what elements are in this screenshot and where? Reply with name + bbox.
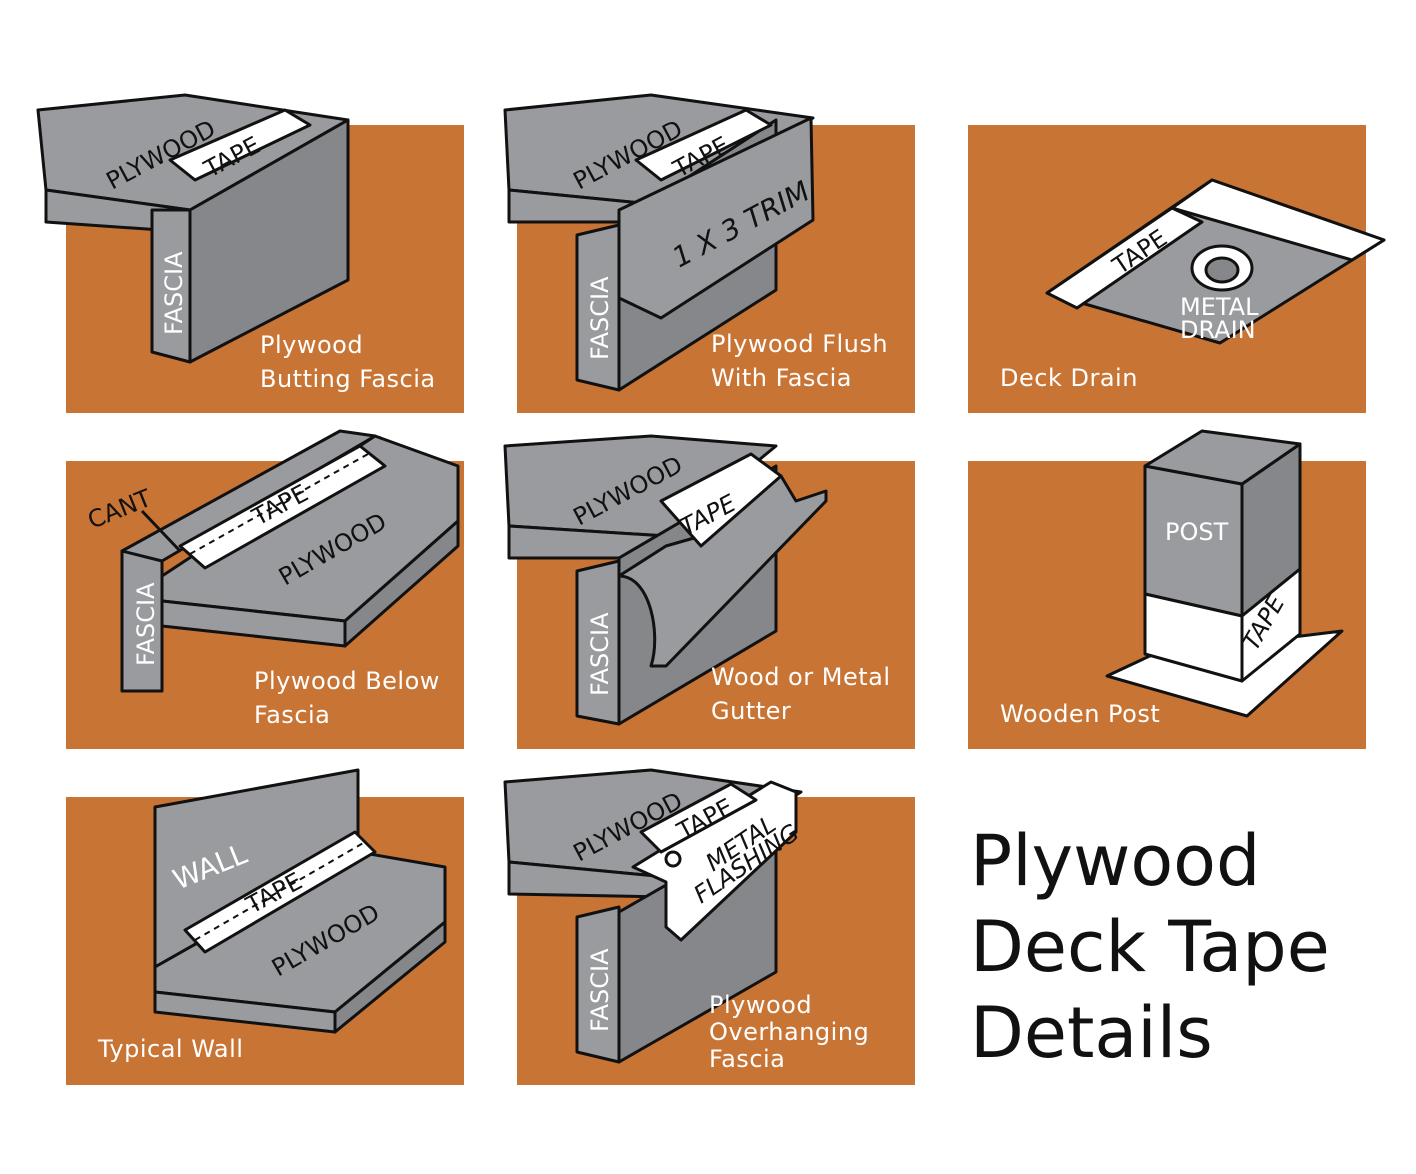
wooden-post-diagram: POST TAPE bbox=[1105, 429, 1344, 718]
caption-typical-wall: Typical Wall bbox=[98, 1035, 244, 1063]
trim-board bbox=[617, 116, 815, 320]
fascia-label: FASCIA bbox=[586, 276, 614, 360]
caption-wooden-post: Wooden Post bbox=[1000, 700, 1161, 728]
post-top bbox=[1143, 429, 1302, 486]
tape-strip bbox=[178, 444, 387, 570]
fascia-label: FASCIA bbox=[160, 251, 188, 335]
flush-fascia-diagram: PLYWOOD TAPE 1 X 3 TRIM FASCIA bbox=[503, 93, 815, 392]
tape-strip bbox=[168, 108, 312, 182]
panel-wooden-post: POST TAPE Wooden Post bbox=[902, 336, 1402, 756]
caption-plywood-flush-with-fascia: Plywood Flush With Fascia bbox=[711, 330, 889, 392]
post-label: POST bbox=[1165, 518, 1229, 546]
fascia-face bbox=[575, 905, 621, 1064]
caption-plywood-butting-fascia: Plywood Butting Fascia bbox=[260, 331, 436, 393]
plywood-side bbox=[333, 920, 447, 1034]
caption-plywood-overhanging-fascia: Plywood Overhanging Fascia bbox=[709, 991, 870, 1073]
fascia-face bbox=[575, 559, 621, 726]
fascia-label: FASCIA bbox=[586, 948, 614, 1032]
plywood-side bbox=[343, 519, 460, 648]
caption-wood-or-metal-gutter: Wood or Metal Gutter bbox=[711, 663, 891, 725]
panel-plywood-flush-with-fascia: PLYWOOD TAPE 1 X 3 TRIM FASCIA Plywood F… bbox=[451, 0, 921, 420]
panel-typical-wall: WALL TAPE PLYWOOD Typical Wall bbox=[0, 672, 470, 1092]
panel-deck-drain: TAPE METAL DRAIN Deck Drain bbox=[902, 0, 1402, 420]
fastener-icon bbox=[664, 850, 682, 868]
drain-icon bbox=[1204, 256, 1240, 284]
tape-side bbox=[1240, 567, 1302, 683]
fascia-label: FASCIA bbox=[586, 612, 614, 696]
fascia-face bbox=[150, 208, 192, 364]
drain-label: DRAIN bbox=[1180, 316, 1256, 344]
cant-label: CANT bbox=[84, 484, 156, 535]
plywood-below-fascia-diagram: CANT TAPE PLYWOOD FASCIA bbox=[84, 429, 460, 693]
panel-wood-or-metal-gutter: PLYWOOD TAPE FASCIA Wood or Metal Gutter bbox=[451, 336, 921, 756]
metal-flashing bbox=[631, 780, 798, 942]
tape-band-top bbox=[1170, 178, 1386, 262]
metal-label: METAL bbox=[1180, 293, 1259, 321]
tape-strip bbox=[634, 108, 773, 182]
tape-strip bbox=[659, 452, 783, 548]
caption-plywood-below-fascia: Plywood Below Fascia bbox=[254, 667, 440, 729]
overhanging-fascia-diagram: PLYWOOD TAPE METAL FLASHING FASCIA bbox=[503, 768, 804, 1064]
tape-strip bbox=[183, 830, 377, 954]
gutter-diagram: PLYWOOD TAPE FASCIA bbox=[503, 434, 828, 726]
panel-plywood-butting-fascia: PLYWOOD TAPE FASCIA Plywood Butting Fasc… bbox=[0, 0, 470, 420]
butting-fascia-diagram: PLYWOOD TAPE FASCIA bbox=[36, 93, 350, 364]
tape-strip bbox=[639, 782, 758, 854]
tape-dash-line bbox=[189, 453, 369, 555]
caption-deck-drain: Deck Drain bbox=[1000, 364, 1138, 392]
typical-wall-diagram: WALL TAPE PLYWOOD bbox=[153, 768, 447, 1034]
panel-plywood-below-fascia: CANT TAPE PLYWOOD FASCIA Plywood Below F… bbox=[0, 336, 470, 756]
panel-plywood-overhanging-fascia: PLYWOOD TAPE METAL FLASHING FASCIA Plywo… bbox=[451, 672, 921, 1092]
tape-band-left bbox=[1045, 206, 1204, 310]
page-title: Plywood Deck Tape Details bbox=[970, 820, 1330, 1074]
fascia-top bbox=[120, 429, 377, 563]
deck-drain-diagram: TAPE METAL DRAIN bbox=[1045, 178, 1386, 345]
fascia-label: FASCIA bbox=[132, 582, 160, 666]
fascia-face bbox=[575, 223, 621, 392]
cant-pointer bbox=[140, 509, 182, 553]
